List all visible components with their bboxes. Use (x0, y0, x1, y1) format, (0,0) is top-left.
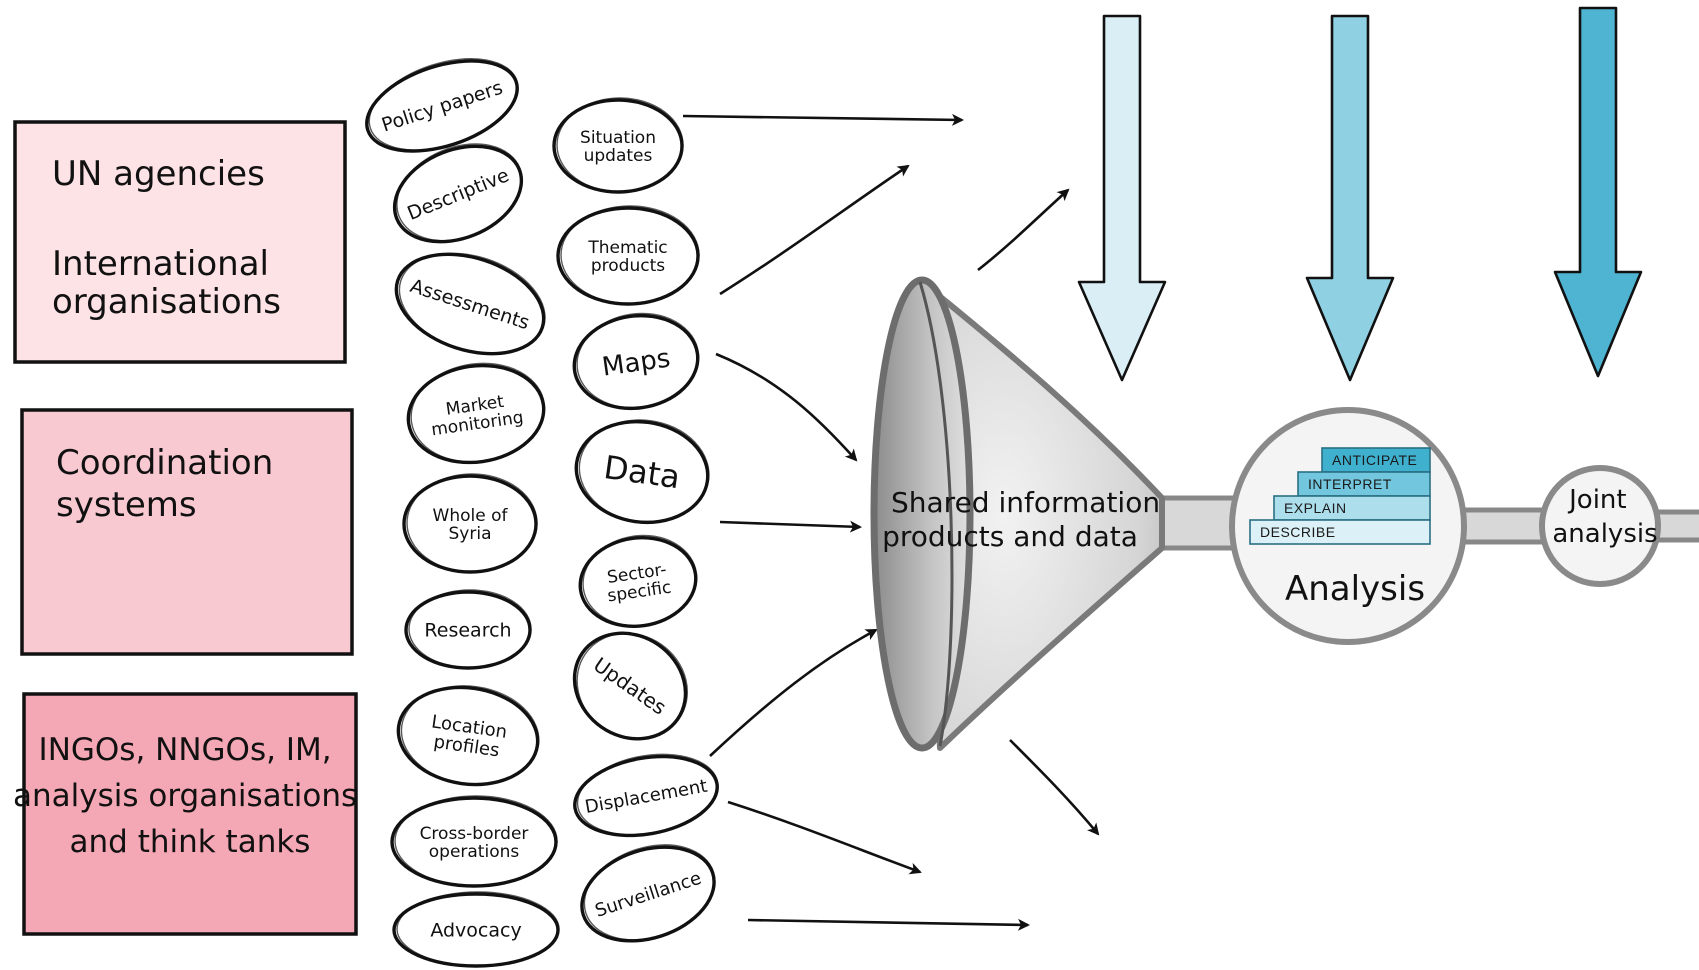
product-oval-right-5: Sector-specific (578, 534, 698, 629)
funnel-label: Shared information products and data (882, 486, 1169, 553)
product-oval-left-label-line: Whole of (433, 506, 509, 526)
product-oval-left-sketch-stroke (394, 795, 558, 887)
pipe-body-2 (1450, 510, 1560, 542)
analysis-ladder: ANTICIPATE INTERPRET EXPLAIN DESCRIBE (1249, 447, 1431, 545)
arrow-displacement-out (727, 800, 922, 875)
joint-analysis-bubble: Joint analysis (1539, 465, 1661, 587)
product-oval-right-3: Maps (572, 312, 700, 411)
product-oval-left-label: Research (424, 620, 511, 642)
source-box-un: UN agencies International organisations (13, 120, 347, 364)
arrow-up-to-funnel-bottom (709, 628, 878, 757)
product-oval-left-sketch-stroke (368, 58, 519, 151)
joint-analysis-circle (1539, 465, 1661, 587)
product-oval-right-sketch-stroke (576, 632, 689, 741)
big-down-arrow-2 (1305, 14, 1395, 382)
product-oval-left-label-line: Cross-border (420, 824, 529, 844)
product-oval-left-label-line: Research (424, 620, 511, 642)
analysis-bubble: ANTICIPATE INTERPRET EXPLAIN DESCRIBE Analy… (1229, 407, 1467, 645)
product-oval-left-2: Descriptive (392, 143, 524, 244)
source-box-ngos-text: INGOs, NNGOs, IM, analysis organisations… (13, 732, 367, 860)
product-oval-right-sketch-stroke (582, 534, 698, 627)
big-down-arrows (1077, 6, 1643, 382)
arrow-maps-to-funnel (715, 352, 858, 462)
ladder-step-label: DESCRIBE (1260, 524, 1336, 540)
product-oval-right-sketch-stroke (576, 753, 719, 836)
source-box-coordination-text: Coordination systems (56, 443, 284, 525)
product-oval-right-label-line: products (591, 256, 665, 276)
arrow-up-to-top (719, 164, 910, 296)
funnel: Shared information products and data (870, 276, 1169, 752)
product-oval-left-4: Marketmonitoring (406, 362, 546, 465)
ladder-step-label: INTERPRET (1308, 476, 1392, 492)
product-oval-right-4: Data (574, 419, 710, 525)
product-oval-right-label-line: updates (584, 146, 653, 166)
product-oval-left-sketch-stroke (400, 685, 540, 786)
flow-arrows (682, 113, 1100, 931)
product-ovals-left: Policy papersDescriptiveAssessmentsMarke… (365, 58, 560, 968)
product-oval-left-sketch-stroke (398, 252, 546, 355)
product-oval-left-7: Locationprofiles (396, 685, 540, 787)
product-oval-left-label-line: Syria (449, 524, 492, 544)
ladder-step-explain (1273, 495, 1431, 521)
product-oval-right-sketch-stroke (578, 419, 710, 524)
product-oval-right-sketch-stroke (560, 205, 700, 305)
pipe-body (1160, 498, 1242, 548)
product-oval-right-label-line: Situation (580, 128, 656, 148)
big-down-arrow-1 (1077, 14, 1167, 382)
analysis-label: Analysis (1285, 569, 1425, 609)
product-oval-right-sketch-stroke (556, 97, 684, 193)
source-box-ngos: INGOs, NNGOs, IM, analysis organisations… (13, 692, 367, 936)
product-oval-right-sketch-stroke (583, 844, 716, 941)
product-oval-left-1: Policy papers (365, 58, 519, 153)
product-oval-right-sketch-stroke (576, 312, 700, 409)
joint-analysis-label: Joint analysis (1552, 485, 1657, 549)
arrow-funnel-down (1009, 739, 1100, 836)
product-oval-left-3: Assessments (394, 252, 546, 356)
product-oval-left-label-line: operations (429, 842, 520, 862)
arrow-up-to-funnel-top (977, 188, 1070, 272)
ladder-step-label: EXPLAIN (1284, 500, 1347, 516)
arrow-top-straight (682, 113, 964, 126)
product-oval-right-6: Updates (572, 631, 689, 741)
source-box-coordination: Coordination systems (20, 408, 354, 656)
product-oval-left-9: Advocacy (392, 891, 560, 968)
ladder-step-label: ANTICIPATE (1332, 452, 1417, 468)
product-oval-left-6: Research (404, 589, 532, 670)
product-oval-left-sketch-stroke (410, 362, 546, 463)
product-oval-left-sketch-stroke (408, 589, 532, 669)
product-oval-right-label-line: Thematic (587, 238, 667, 258)
big-down-arrow-3 (1553, 6, 1643, 378)
funnel-mouth (870, 276, 974, 752)
product-oval-right-8: Surveillance (580, 844, 716, 943)
product-oval-left-sketch-stroke (406, 473, 538, 573)
product-oval-left-sketch-stroke (396, 143, 523, 242)
product-oval-left-sketch-stroke (396, 891, 560, 967)
arrow-bottom-straight (747, 918, 1030, 931)
product-oval-left-label: Advocacy (430, 920, 521, 942)
ladder-step-describe (1249, 519, 1431, 545)
funnel-cone (917, 277, 1165, 751)
source-box-un-text: UN agencies International organisations (52, 154, 281, 322)
arrow-data-to-funnel (719, 520, 862, 533)
product-oval-right-7: Displacement (573, 753, 719, 838)
product-oval-left-label-line: Advocacy (430, 920, 521, 942)
